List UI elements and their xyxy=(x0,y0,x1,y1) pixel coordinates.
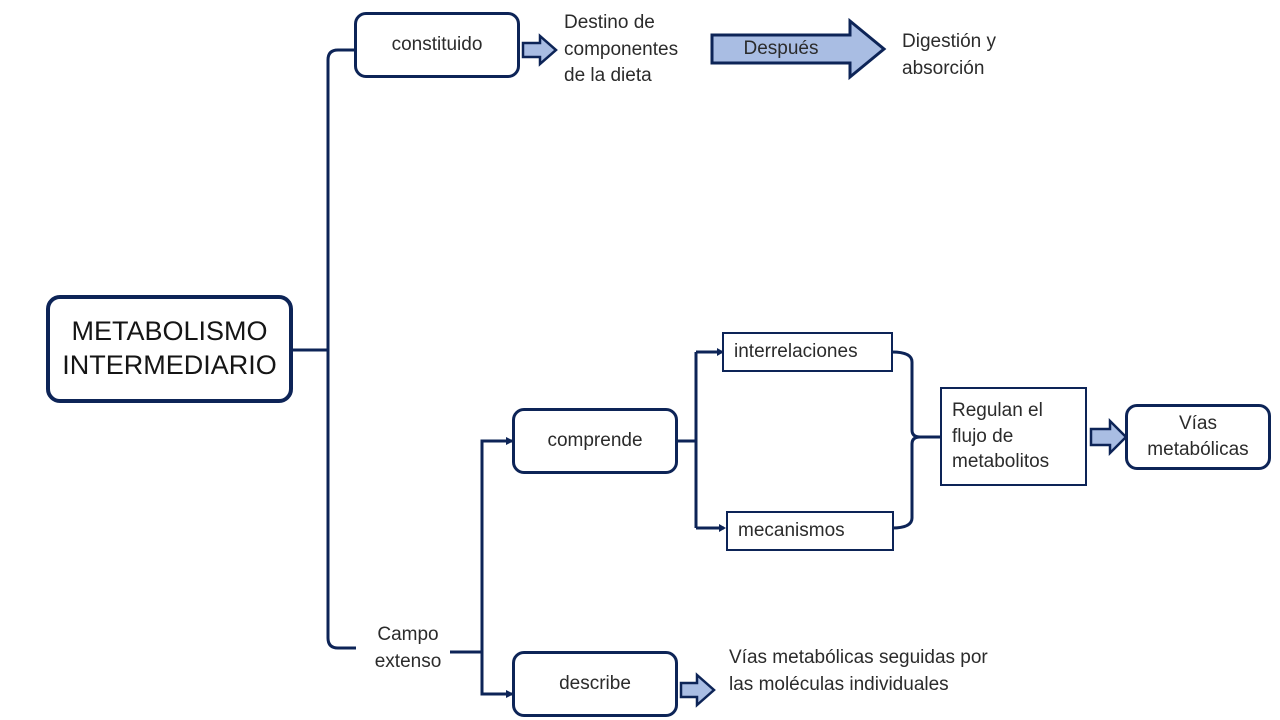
destino-line-1: Destino de xyxy=(564,12,655,33)
root-bracket xyxy=(292,48,356,650)
destino-text: Destino de componentes de la dieta xyxy=(564,10,714,90)
destino-line-2: componentes xyxy=(564,38,679,60)
campo-line-2: extenso xyxy=(374,650,442,672)
comprende-arrowhead xyxy=(506,437,514,445)
campo-bracket xyxy=(450,439,512,696)
despues-label: Después xyxy=(743,38,819,59)
describe-label: describe xyxy=(559,673,631,695)
interrelaciones-arrowhead xyxy=(717,348,724,356)
arrow-describe-icon xyxy=(679,672,716,708)
campo-line-1: Campo xyxy=(377,624,439,645)
destino-line-3: de la dieta xyxy=(564,65,652,87)
regulan-node[interactable]: Regulan el flujo de metabolitos xyxy=(940,387,1087,486)
constituido-label: constituido xyxy=(391,34,483,56)
vias-metabolicas-node[interactable]: Vías metabólicas xyxy=(1125,404,1271,470)
merge-bracket xyxy=(891,350,942,530)
describe-result-line-2: las moléculas individuales xyxy=(729,673,949,695)
interrelaciones-node[interactable]: interrelaciones xyxy=(722,332,893,372)
regulan-line-1: Regulan el xyxy=(952,400,1043,422)
interrelaciones-label: interrelaciones xyxy=(734,341,858,363)
root-line-2: INTERMEDIARIO xyxy=(62,350,277,380)
constituido-node[interactable]: constituido xyxy=(354,12,520,78)
regulan-line-3: metabolitos xyxy=(952,451,1050,473)
digestion-line-1: Digestión y xyxy=(902,31,996,52)
mecanismos-label: mecanismos xyxy=(738,520,845,542)
vias-line-1: Vías xyxy=(1178,413,1218,435)
arrow-constituido-icon xyxy=(521,33,558,67)
digestion-text: Digestión y absorción xyxy=(902,29,1042,82)
root-node[interactable]: METABOLISMO INTERMEDIARIO xyxy=(46,295,293,403)
campo-extenso-text: Campo extenso xyxy=(358,622,458,675)
describe-arrowhead xyxy=(506,690,514,698)
digestion-line-2: absorción xyxy=(902,57,985,79)
comprende-node[interactable]: comprende xyxy=(512,408,678,474)
vias-line-2: metabólicas xyxy=(1147,439,1249,460)
regulan-line-2: flujo de xyxy=(952,425,1014,447)
describe-result-text: Vías metabólicas seguidas por las molécu… xyxy=(729,645,1049,698)
root-line-1: METABOLISMO xyxy=(71,316,268,347)
mecanismos-node[interactable]: mecanismos xyxy=(726,511,894,551)
mecanismos-arrowhead xyxy=(719,524,726,532)
arrow-regulan-icon xyxy=(1089,417,1128,457)
describe-result-line-1: Vías metabólicas seguidas por xyxy=(729,647,988,668)
comprende-bracket xyxy=(677,350,724,530)
describe-node[interactable]: describe xyxy=(512,651,678,717)
comprende-label: comprende xyxy=(547,430,643,452)
arrow-despues-icon xyxy=(710,17,887,81)
